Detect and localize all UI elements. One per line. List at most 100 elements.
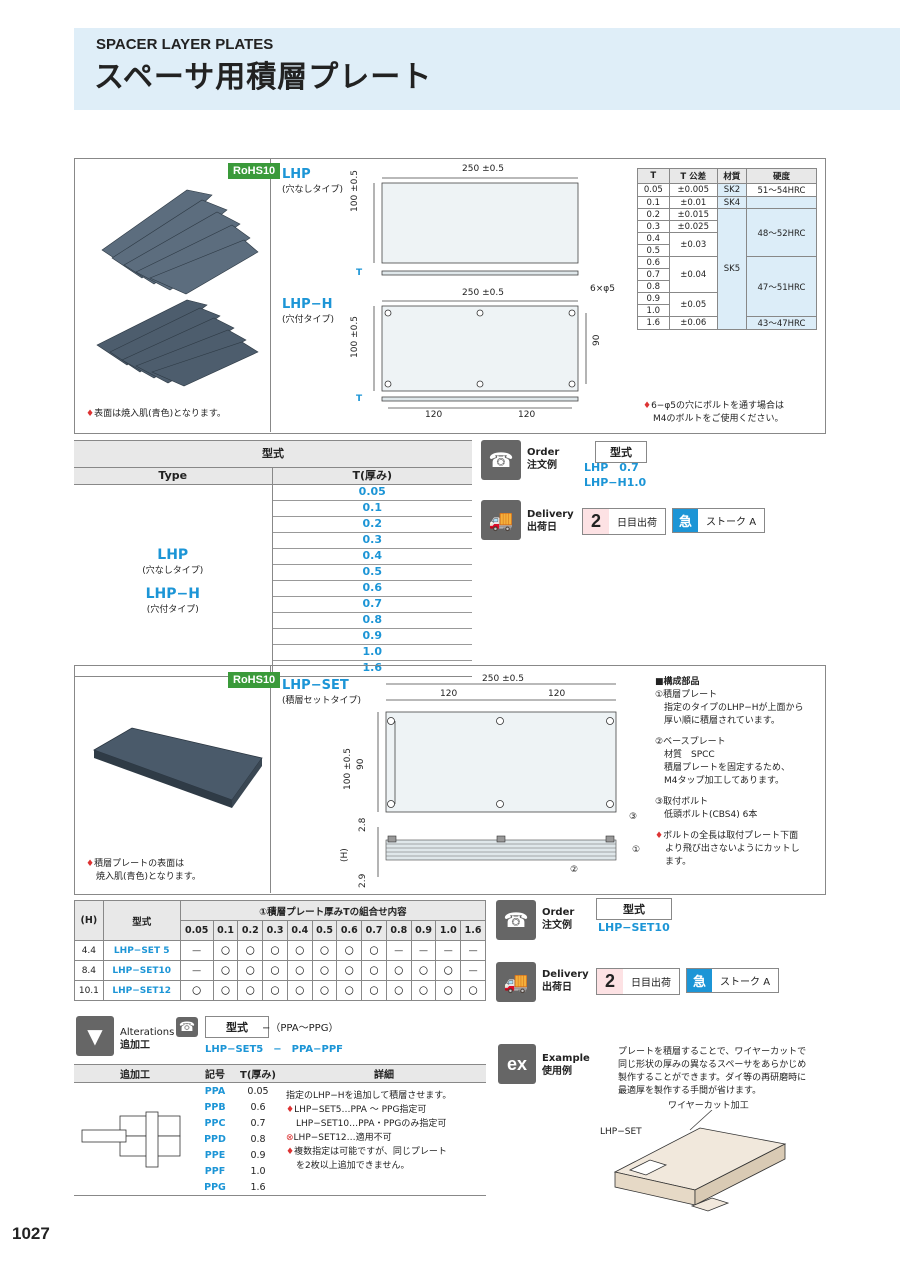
stroke-label: ストーク A <box>720 977 771 988</box>
express-icon: 急 <box>673 509 699 532</box>
order-example: LHP−SET10 <box>598 921 670 934</box>
spec-tol: ±0.03 <box>668 232 718 257</box>
alter-illustration <box>74 1083 196 1196</box>
alter-code: PPC <box>204 1117 226 1129</box>
spec-h-t: T <box>637 168 670 184</box>
spec-t: 0.5 <box>637 244 670 257</box>
set-cell: — <box>179 960 214 981</box>
set-note-2: 焼入肌(青色)となります。 <box>96 872 201 882</box>
alter-thick: 1.6 <box>250 1181 266 1193</box>
set-cell: 〇 <box>212 960 239 981</box>
dim-p2: 120 <box>518 410 536 420</box>
dim-t2: T <box>356 394 363 404</box>
set-dim-w: 100 ±0.5 <box>343 748 353 790</box>
thick-values: 0.05 0.1 0.2 0.3 0.4 0.5 0.6 0.7 0.8 0.9… <box>271 485 472 676</box>
set-sub: (積層セットタイプ) <box>282 696 362 706</box>
spec-tol: ±0.04 <box>668 256 718 293</box>
set-drawing <box>377 683 617 877</box>
callout-3: ③ <box>629 812 638 822</box>
set-cell: 〇 <box>410 960 437 981</box>
alter-en: Alterations <box>120 1027 175 1038</box>
type-table: 型式 Type T(厚み) LHP (穴なしタイプ) LHP−H (穴付タイプ)… <box>74 440 472 677</box>
part-line: ②ベースプレート <box>655 737 726 747</box>
order-jp: 注文例 <box>527 460 557 471</box>
set-cell: 〇 <box>435 960 462 981</box>
part-line: より飛び出さないようにカットし <box>665 844 800 854</box>
part-line: ①積層プレート <box>655 690 718 700</box>
alter-table: 追加工 記号 T(厚み) 詳細 PPA 0.05 指定のLHP−Hを追加して積層… <box>74 1064 486 1196</box>
spec-hard: 47〜51HRC <box>745 256 818 317</box>
example-line: 同じ形状の厚みの異なるスペーサをあらかじめ <box>618 1060 807 1070</box>
spec-t: 0.2 <box>637 208 670 221</box>
set-col: 0.05 <box>179 920 214 941</box>
part-line <box>655 822 804 830</box>
order-ex1: LHP 0.7 <box>584 461 639 474</box>
spec-mat: SK4 <box>716 196 747 209</box>
set-cell: 〇 <box>336 960 363 981</box>
phone-icon: ☎ <box>481 440 521 480</box>
thick-value: 1.6 <box>362 661 383 674</box>
spec-hard: 51〜54HRC <box>745 183 818 197</box>
example-line: 製作することができます。ダイ等の再研磨時に <box>618 1073 807 1083</box>
spec-t: 0.3 <box>637 220 670 233</box>
drill-icon: ▼ <box>76 1016 114 1056</box>
spec-t: 0.8 <box>637 280 670 293</box>
set-cell: 〇 <box>336 980 363 1001</box>
set-combo-col: ①積層プレート厚みTの組合せ内容 <box>179 900 487 921</box>
set-cell: 〇 <box>361 940 387 961</box>
set-photo <box>93 727 263 808</box>
alter-diagram <box>81 1111 181 1167</box>
divider <box>270 158 271 432</box>
set-cell: 〇 <box>262 940 288 961</box>
part-line: M4タップ加工してあります。 <box>655 776 785 786</box>
spec-tol: ±0.015 <box>668 208 718 221</box>
alter-detail: 指定のLHP−Hを追加して積層させます。 ♦LHP−SET5…PPA 〜 PPG… <box>282 1083 486 1196</box>
dim-holes: 6×φ5 <box>590 284 615 294</box>
delivery-days-num: 2 <box>597 969 624 994</box>
callout-1: ① <box>632 845 641 855</box>
phone-icon: ☎ <box>176 1017 198 1037</box>
delivery-days-label: 日目出荷 <box>617 518 658 529</box>
alter-thick: 0.7 <box>250 1117 266 1129</box>
caution-icon: ♦ <box>286 1147 295 1157</box>
set-name: LHP−SET <box>282 678 349 693</box>
thick-value: 0.7 <box>272 597 472 613</box>
stroke-badge: 急ストーク A <box>686 968 780 993</box>
part-line: 指定のタイプのLHP−Hが上面から <box>655 703 804 713</box>
example-set-label: LHP−SET <box>600 1127 642 1137</box>
example-line: プレートを積層することで、ワイヤーカットで <box>618 1047 807 1057</box>
set-dim-29: 2.9 <box>358 873 368 888</box>
alter-code: PPG <box>204 1181 226 1193</box>
set-col: 0.4 <box>286 920 313 941</box>
spec-tol: ±0.05 <box>668 292 718 317</box>
type-sub-lhp: (穴なしタイプ) <box>142 565 204 576</box>
set-cell: 〇 <box>361 960 387 981</box>
alter-code: PPF <box>204 1165 226 1177</box>
order-type-box: 型式 <box>596 898 672 920</box>
set-dim-90: 90 <box>356 758 366 770</box>
caution-icon: ♦ <box>86 859 95 869</box>
dim-p1: 120 <box>425 410 443 420</box>
set-col: 1.6 <box>460 920 486 941</box>
alter-example: LHP−SET5 − PPA−PPF <box>205 1044 343 1055</box>
order-type-box: 型式 <box>595 441 647 463</box>
part-line <box>655 728 804 736</box>
part-line: 積層プレートを固定するため、 <box>655 763 791 773</box>
set-cell: — <box>410 940 437 961</box>
delivery-en: Delivery <box>527 509 574 520</box>
spec-hard: 43〜47HRC <box>745 316 818 330</box>
example-en: Example <box>542 1053 590 1064</box>
parts-heading: ■構成部品 <box>655 677 700 687</box>
part-line: 低頭ボルト(CBS4) 6本 <box>655 810 758 820</box>
set-cell: 〇 <box>237 940 264 961</box>
set-col: 0.9 <box>410 920 437 941</box>
spec-t: 0.6 <box>637 256 670 269</box>
set-cell: — <box>385 940 412 961</box>
dim-len: 250 ±0.5 <box>462 164 504 174</box>
lhp-drawing <box>373 177 587 409</box>
